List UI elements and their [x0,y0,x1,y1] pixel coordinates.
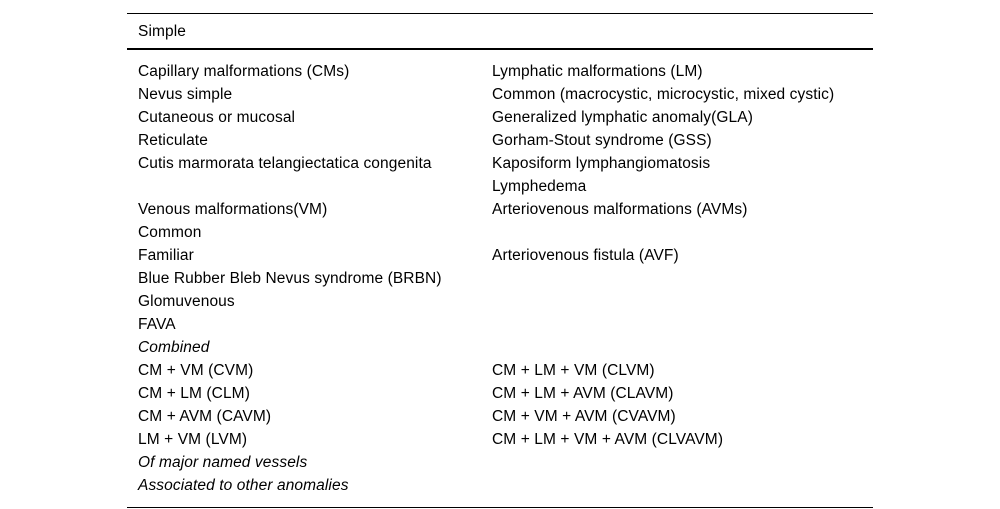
table-cell-left: Common [138,224,202,241]
table-cell-left: Nevus simple [138,86,233,103]
table-body: Capillary malformations (CMs) Lymphatic m… [127,50,873,507]
table-cell-left: Cutaneous or mucosal [138,109,296,126]
classification-table: Simple Capillary malformations (CMs) Lymp… [127,13,873,508]
table-cell-right: Lymphedema [492,178,587,195]
table-cell-right: Generalized lymphatic anomaly(GLA) [492,109,753,126]
table-bottom-rule [127,507,873,508]
table-cell-left: Glomuvenous [138,293,235,310]
table-cell-left: Associated to other anomalies [138,477,349,494]
table-row: Reticulate Gorham-Stout syndrome (GSS) [138,129,873,152]
table-top-rule [127,13,873,14]
table-cell-right: Gorham-Stout syndrome (GSS) [492,132,712,149]
table-cell-left: CM + VM (CVM) [138,362,254,379]
table-header-row: Simple [127,14,873,48]
table-cell-right: CM + LM + VM + AVM (CLVAVM) [492,431,724,448]
table-header-rule [127,48,873,50]
table-row: Familiar Arteriovenous fistula (AVF) [138,244,873,267]
table-cell-right: CM + VM + AVM (CVAVM) [492,408,676,425]
table-row: Cutis marmorata telangiectatica congenit… [138,152,873,175]
table-cell-right: CM + LM + AVM (CLAVM) [492,385,674,402]
table-row: Venous malformations(VM) Arteriovenous ma… [138,198,873,221]
table-cell-right: Common (macrocystic, microcystic, mixed … [492,86,835,103]
table-cell-right: Kaposiform lymphangiomatosis [492,155,711,172]
table-row: FAVA [138,313,873,336]
table-row: Lymphedema [138,175,873,198]
table-row: Glomuvenous [138,290,873,313]
table-row: CM + LM (CLM) CM + LM + AVM (CLAVM) [138,382,873,405]
table-row: LM + VM (LVM) CM + LM + VM + AVM (CLVAVM) [138,428,873,451]
table-cell-left: FAVA [138,316,176,333]
table-cell-left: Of major named vessels [138,454,308,471]
table-row: Nevus simple Common (macrocystic, microcy… [138,83,873,106]
table-cell-right: Lymphatic malformations (LM) [492,63,703,80]
table-cell-left: CM + LM (CLM) [138,385,250,402]
table-cell-right: Arteriovenous fistula (AVF) [492,247,679,264]
table-header-label: Simple [138,22,186,40]
table-cell-left: Cutis marmorata telangiectatica congenit… [138,155,432,172]
table-cell-left: Blue Rubber Bleb Nevus syndrome (BRBN) [138,270,442,287]
table-cell-left: Capillary malformations (CMs) [138,63,350,80]
table-row: Blue Rubber Bleb Nevus syndrome (BRBN) [138,267,873,290]
table-row: Cutaneous or mucosal Generalized lymphati… [138,106,873,129]
table-cell-left: CM + AVM (CAVM) [138,408,272,425]
table-cell-left: LM + VM (LVM) [138,431,248,448]
table-cell-right: Arteriovenous malformations (AVMs) [492,201,748,218]
table-cell-left: Combined [138,339,210,356]
table-row: Common [138,221,873,244]
table-row: Of major named vessels [138,451,873,474]
table-cell-right: CM + LM + VM (CLVM) [492,362,655,379]
table-cell-left: Familiar [138,247,194,264]
table-row: Combined [138,336,873,359]
table-cell-left: Venous malformations(VM) [138,201,328,218]
table-row: CM + AVM (CAVM) CM + VM + AVM (CVAVM) [138,405,873,428]
table-cell-left: Reticulate [138,132,208,149]
table-row: Capillary malformations (CMs) Lymphatic m… [138,60,873,83]
table-row: CM + VM (CVM) CM + LM + VM (CLVM) [138,359,873,382]
table-row: Associated to other anomalies [138,474,873,497]
